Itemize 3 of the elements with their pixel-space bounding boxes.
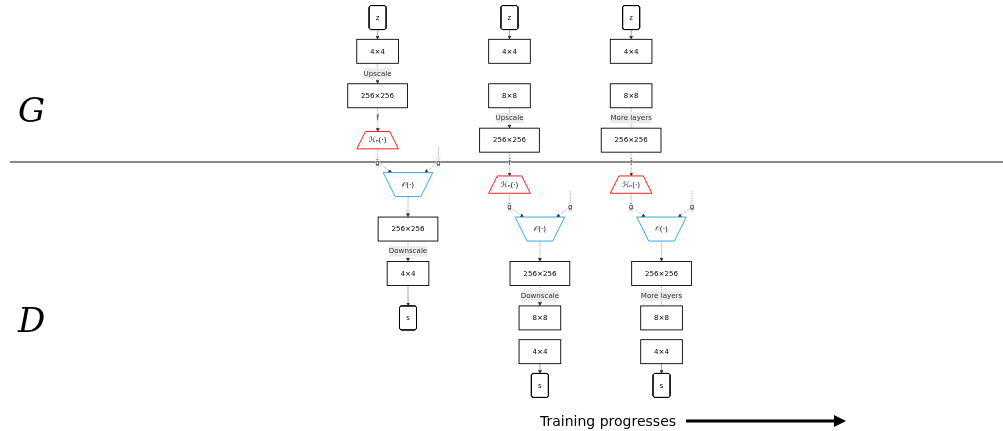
progress-label: Training progresses <box>540 413 677 429</box>
discriminator-label: D <box>18 300 46 340</box>
generator-label: G <box>18 90 46 130</box>
